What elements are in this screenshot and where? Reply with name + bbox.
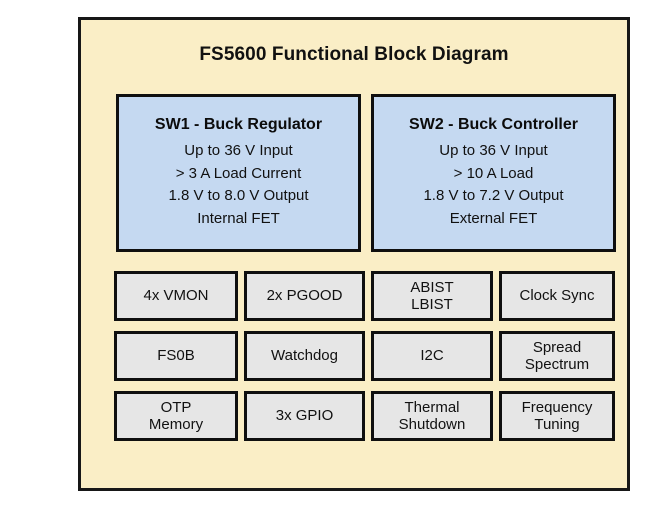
spec-block-sw1-line-4: Internal FET <box>197 210 280 228</box>
feature-box-abist-lbist: ABIST LBIST <box>371 271 493 321</box>
spec-block-sw1-title: SW1 - Buck Regulator <box>154 116 323 133</box>
feature-box-label: 3x GPIO <box>275 407 334 425</box>
feature-box-label: OTP <box>160 398 192 416</box>
feature-box-label: 2x PGOOD <box>266 287 343 305</box>
spec-block-row: SW1 - Buck Regulator Up to 36 V Input > … <box>116 94 616 252</box>
feature-box-label: Frequency <box>521 398 593 416</box>
feature-box-label: Spread <box>532 338 582 356</box>
page-title: FS5600 Functional Block Diagram <box>199 44 509 65</box>
spec-block-sw1-line-3: 1.8 V to 8.0 V Output <box>168 187 309 205</box>
spec-block-sw2-line-3: 1.8 V to 7.2 V Output <box>423 187 564 205</box>
spec-block-sw1-line-1: Up to 36 V Input <box>184 141 293 159</box>
feature-box-frequency-tuning: Frequency Tuning <box>499 391 615 441</box>
feature-box-i2c: I2C <box>371 331 493 381</box>
feature-box-fs0b: FS0B <box>114 331 238 381</box>
feature-box-otp-memory: OTP Memory <box>114 391 238 441</box>
feature-box-label: ABIST <box>410 278 454 296</box>
feature-box-clock-sync: Clock Sync <box>499 271 615 321</box>
feature-box-watchdog: Watchdog <box>244 331 365 381</box>
feature-box-vmon: 4x VMON <box>114 271 238 321</box>
spec-block-sw2-line-1: Up to 36 V Input <box>439 141 548 159</box>
spec-block-sw2-line-4: External FET <box>449 210 538 228</box>
spec-block-sw2-line-2: > 10 A Load <box>453 164 534 182</box>
feature-box-thermal-shutdown: Thermal Shutdown <box>371 391 493 441</box>
spec-block-sw2: SW2 - Buck Controller Up to 36 V Input >… <box>371 94 616 252</box>
feature-box-grid: 4x VMON 2x PGOOD ABIST LBIST Clock Sync … <box>114 271 617 441</box>
feature-box-label-line2: LBIST <box>411 296 453 313</box>
feature-box-spread-spectrum: Spread Spectrum <box>499 331 615 381</box>
feature-box-label-line2: Spectrum <box>524 356 590 373</box>
feature-box-label: Clock Sync <box>519 287 595 305</box>
feature-box-pgood: 2x PGOOD <box>244 271 365 321</box>
feature-box-label: Thermal <box>404 398 460 416</box>
feature-box-gpio: 3x GPIO <box>244 391 365 441</box>
feature-box-label: 4x VMON <box>143 287 209 305</box>
diagram-panel: FS5600 Functional Block Diagram SW1 - Bu… <box>78 17 630 491</box>
spec-block-sw1-line-2: > 3 A Load Current <box>175 164 302 182</box>
feature-box-label: Watchdog <box>271 347 338 365</box>
feature-box-label-line2: Memory <box>148 416 204 433</box>
spec-block-sw1: SW1 - Buck Regulator Up to 36 V Input > … <box>116 94 361 252</box>
feature-box-label-line2: Shutdown <box>398 416 466 433</box>
feature-box-label: FS0B <box>157 347 195 365</box>
feature-box-label: I2C <box>420 347 444 365</box>
feature-box-label-line2: Tuning <box>534 416 580 433</box>
spec-block-sw2-title: SW2 - Buck Controller <box>409 116 578 133</box>
